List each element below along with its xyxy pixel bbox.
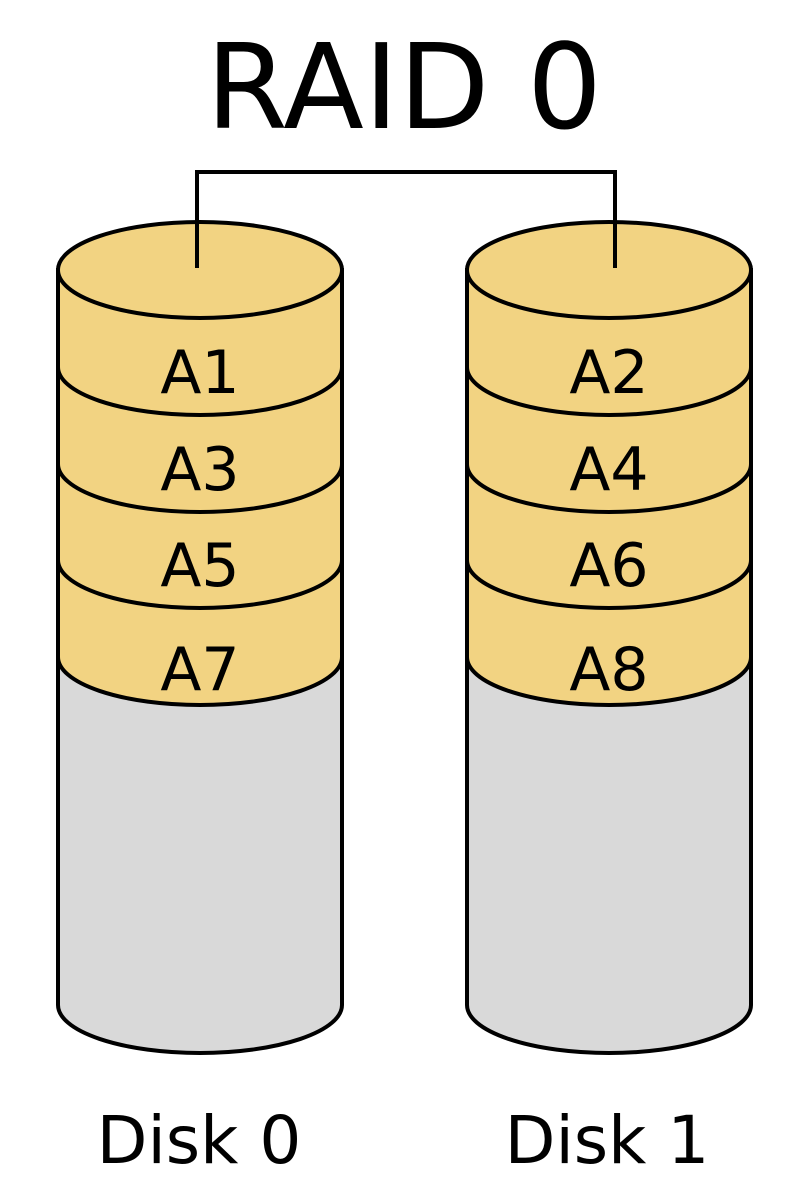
block-label-a6: A6 xyxy=(569,531,648,601)
disk-0-top-cap xyxy=(56,220,344,320)
block-label-a1: A1 xyxy=(160,338,239,408)
disk-0-empty-space xyxy=(56,655,344,1055)
block-label-a8: A8 xyxy=(569,635,648,705)
block-label-a4: A4 xyxy=(569,435,648,505)
stripe-connector-line xyxy=(195,170,617,268)
disk-1-top-cap xyxy=(465,220,753,320)
block-label-a7: A7 xyxy=(160,635,239,705)
disk-1-label: Disk 1 xyxy=(505,1102,710,1179)
block-label-a5: A5 xyxy=(160,531,239,601)
diagram-title: RAID 0 xyxy=(206,18,602,156)
block-label-a2: A2 xyxy=(569,338,648,408)
block-label-a3: A3 xyxy=(160,435,239,505)
disk-0-label: Disk 0 xyxy=(97,1102,302,1179)
disk-1-empty-space xyxy=(465,655,753,1055)
